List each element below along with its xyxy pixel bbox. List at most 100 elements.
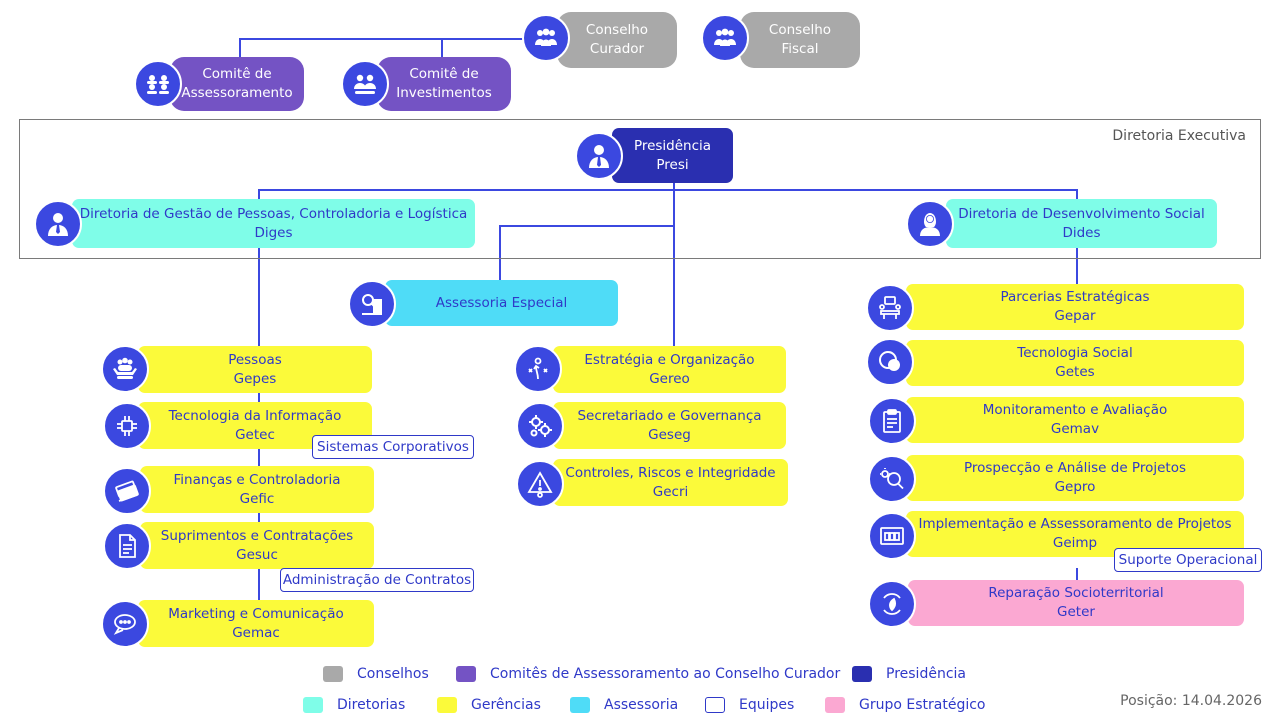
clipboard-icon [868, 397, 916, 445]
globe-leaf-icon [868, 580, 916, 628]
meeting-icon [866, 284, 914, 332]
document-icon [103, 522, 151, 570]
node-code: Gesuc [236, 546, 278, 563]
legend-conselhos: Conselhos [323, 666, 429, 682]
node-title: Tecnologia da Informação [168, 407, 342, 424]
node-title: Parcerias Estratégicas [1000, 289, 1150, 305]
legend-label: Equipes [739, 697, 795, 713]
legend-label: Assessoria [604, 697, 679, 713]
group-icon [341, 60, 389, 108]
position-date: Posição: 14.04.2026 [1120, 693, 1262, 709]
node-code: Getes [1055, 364, 1095, 380]
node-title: Conselho [585, 22, 649, 38]
gears-icon [516, 402, 564, 450]
legend-swatch [825, 697, 845, 713]
team-sistemas-corporativos[interactable]: Sistemas Corporativos [312, 435, 474, 459]
node-code: Gefic [239, 490, 275, 507]
legend-presidencia: Presidência [852, 666, 966, 682]
circles-icon [866, 338, 914, 386]
search-idea-icon [868, 455, 916, 503]
legend-label: Diretorias [337, 697, 406, 713]
node-code: Gepar [1054, 308, 1096, 324]
frame-label: Diretoria Executiva [1112, 128, 1246, 144]
legend-grupo: Grupo Estratégico [825, 697, 986, 713]
node-title: Conselho [768, 22, 832, 38]
legend-label: Presidência [886, 666, 966, 682]
group-icon [134, 60, 182, 108]
legend-assessoria: Assessoria [570, 697, 678, 713]
strategy-icon [514, 345, 562, 393]
woman-icon [906, 200, 954, 248]
node-code: Curador [589, 41, 645, 57]
legend-equipes: Equipes [705, 697, 794, 713]
legend-swatch [570, 697, 590, 713]
magnifier-icon [348, 280, 396, 328]
legend-swatch [456, 666, 476, 682]
team-administracao-contratos[interactable]: Administração de Contratos [280, 568, 474, 592]
node-title: Comitê de [202, 66, 272, 82]
node-code: Gepro [1054, 479, 1096, 495]
node-title: Prospecção e Análise de Projetos [963, 460, 1186, 476]
line-directorates [258, 189, 1078, 201]
calendar-icon [868, 512, 916, 560]
man-icon [34, 200, 82, 248]
node-title: Suprimentos e Contratações [160, 527, 354, 544]
circuit-icon [103, 402, 151, 450]
node-title: Comitê de [409, 66, 479, 82]
legend-comites: Comitês de Assessoramento ao Conselho Cu… [456, 666, 840, 682]
node-title: Tecnologia Social [1017, 345, 1133, 361]
team-suporte-operacional[interactable]: Suporte Operacional [1114, 548, 1262, 572]
node-title: Monitoramento e Avaliação [982, 402, 1168, 418]
node-title: Assessoria Especial [435, 294, 568, 311]
warning-icon [516, 460, 564, 508]
node-title: Secretariado e Governança [577, 407, 762, 424]
legend-label: Gerências [471, 697, 541, 713]
node-code: Gemav [1050, 421, 1100, 437]
node-code: Gepes [233, 370, 277, 387]
legend-swatch [705, 697, 725, 713]
node-code: Presi [656, 156, 689, 173]
executive-icon [575, 132, 623, 180]
diges-box[interactable]: Diretoria de Gestão de Pessoas, Controla… [72, 199, 475, 248]
node-code: Dides [1062, 224, 1101, 241]
legend-label: Comitês de Assessoramento ao Conselho Cu… [490, 666, 841, 682]
line-assessoria [499, 225, 674, 280]
node-code: Geseg [648, 426, 691, 443]
node-title: Reparação Socioterritorial [988, 585, 1164, 601]
node-title: Pessoas [228, 351, 282, 368]
assessoria-especial-box[interactable]: Assessoria Especial [385, 280, 618, 326]
node-title: Estratégia e Organização [584, 351, 755, 368]
node-title: Controles, Riscos e Integridade [565, 464, 776, 481]
line-councils [239, 38, 545, 58]
group-icon [701, 14, 749, 62]
group-icon [522, 14, 570, 62]
node-title: Presidência [633, 137, 712, 154]
diretoria-executiva-frame: Diretoria Executiva [19, 119, 1261, 259]
node-code: Gereo [649, 370, 690, 387]
node-title: Diretoria de Gestão de Pessoas, Controla… [79, 205, 468, 222]
node-title: Implementação e Assessoramento de Projet… [918, 516, 1232, 532]
legend-swatch [303, 697, 323, 713]
legend-swatch [852, 666, 872, 682]
chat-icon [101, 600, 149, 648]
legend-gerencias: Gerências [437, 697, 541, 713]
node-code: Gecri [652, 483, 689, 500]
